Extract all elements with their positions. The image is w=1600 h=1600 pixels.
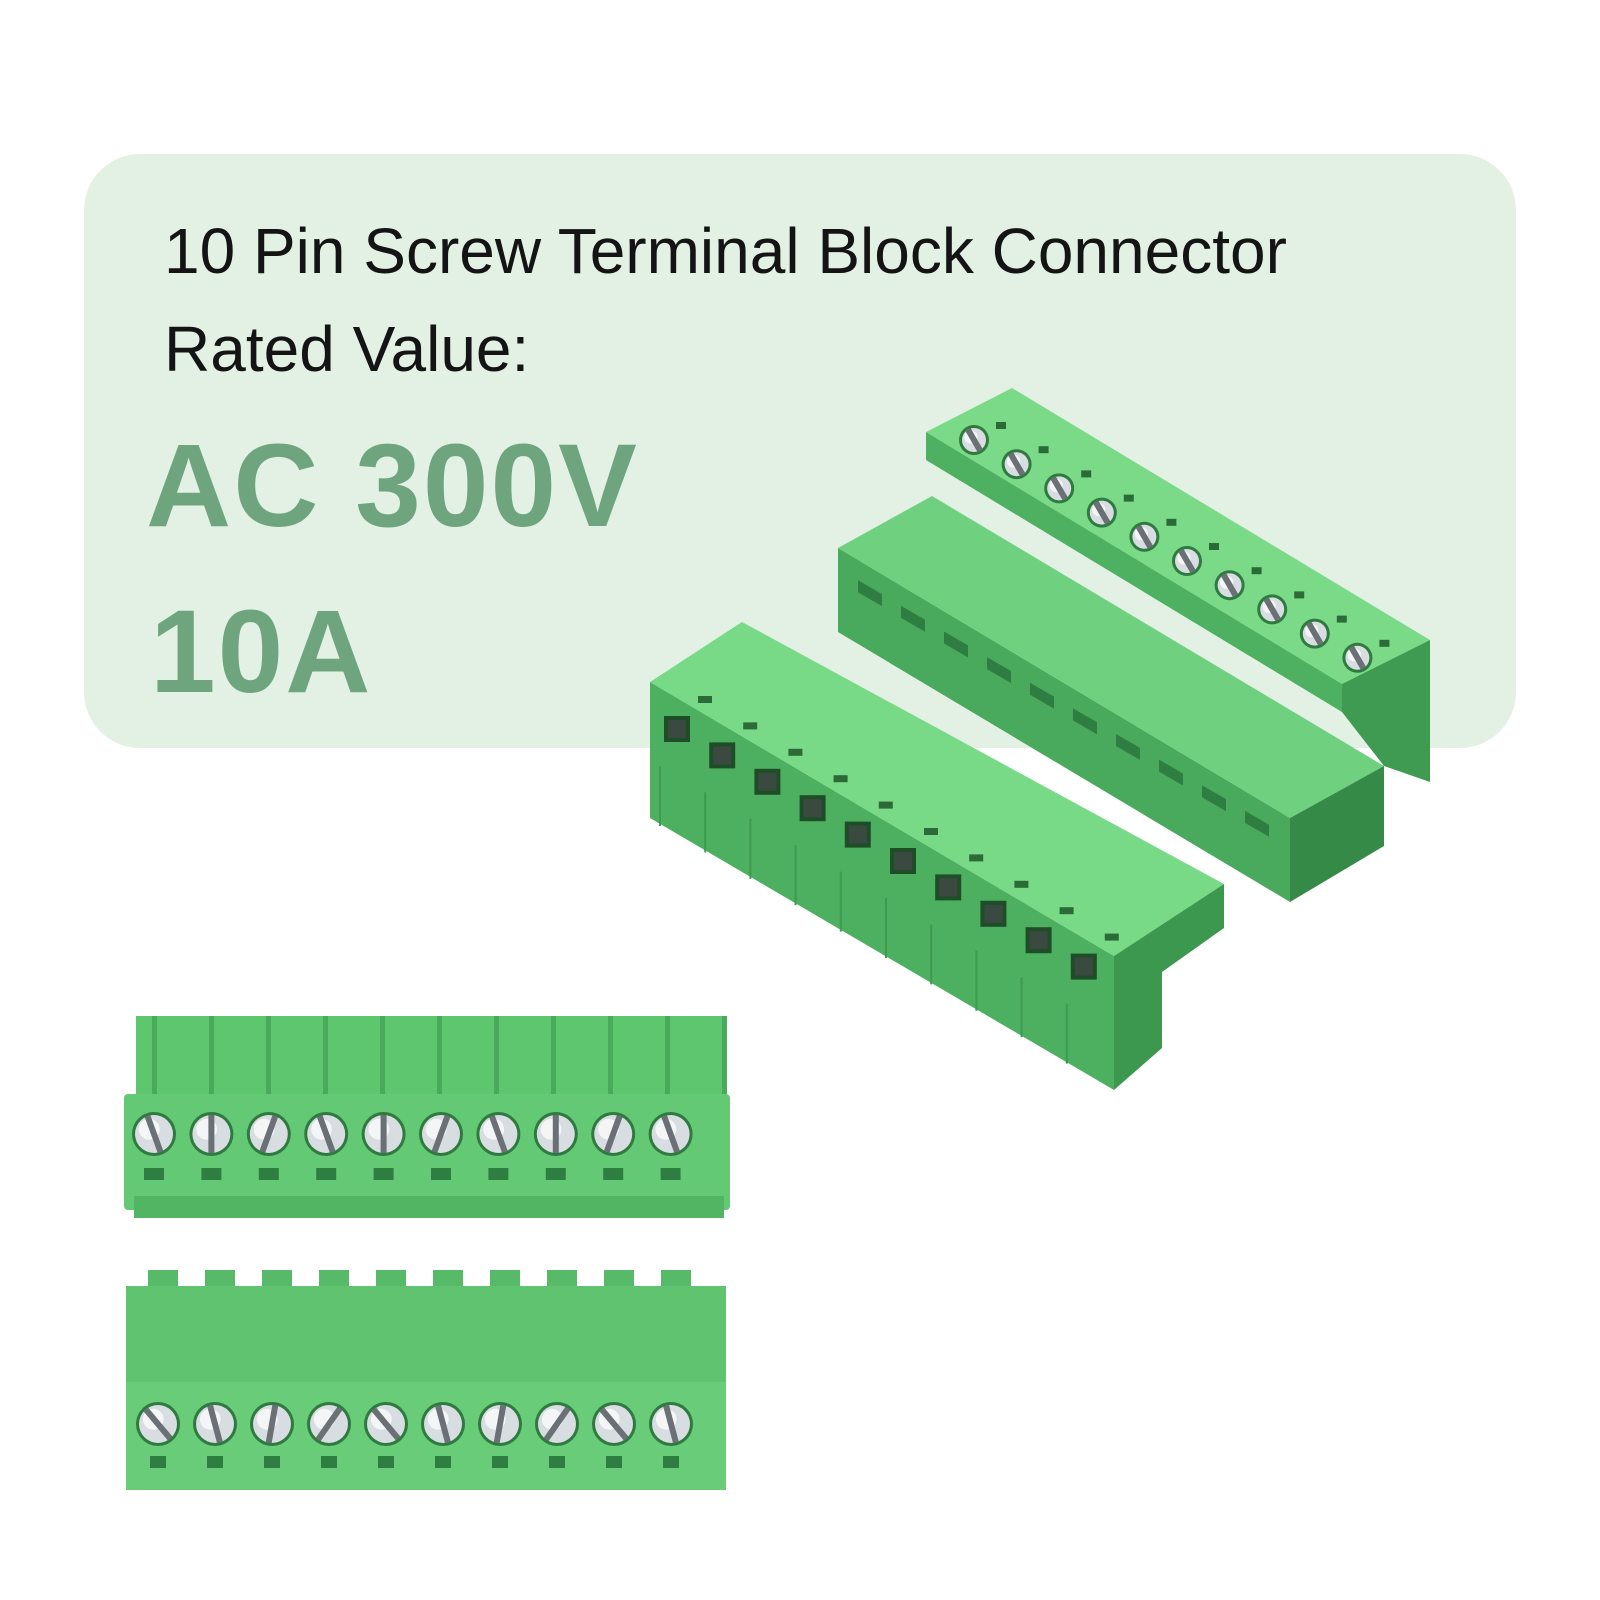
screw-icon [648, 1112, 693, 1156]
screw-icon [1214, 570, 1245, 601]
pin-slot [1159, 759, 1183, 786]
rated-current: 10A [150, 586, 373, 718]
pin-slot [1245, 810, 1269, 837]
screw-icon [1086, 497, 1117, 528]
screw-icon [535, 1402, 579, 1446]
screw-icon [1044, 473, 1075, 504]
screw-icon [189, 1112, 234, 1156]
screw-icon [250, 1402, 294, 1446]
screw-icon [1299, 618, 1330, 649]
screw-icon [364, 1402, 408, 1446]
pin-slot [1030, 682, 1054, 709]
screw-icon [132, 1112, 176, 1156]
screw-icon [1257, 594, 1288, 625]
pin-slot [944, 631, 968, 658]
pin-slot [1116, 733, 1140, 760]
female-plug-angled [650, 622, 1224, 1090]
screw-icon [592, 1402, 636, 1446]
screw-icon [1172, 546, 1202, 576]
screw-icon [1342, 642, 1373, 673]
pin-slot [901, 605, 925, 632]
screw-icon [246, 1112, 291, 1156]
screw-icon [478, 1402, 522, 1446]
screw-icon [476, 1112, 521, 1156]
screw-icon [136, 1402, 180, 1446]
screw-icon [591, 1112, 636, 1156]
screw-icon [959, 425, 989, 455]
screw-icon [304, 1112, 349, 1156]
product-title: 10 Pin Screw Terminal Block Connector [164, 215, 1287, 287]
rated-value-label: Rated Value: [164, 313, 530, 385]
pin-slot [858, 580, 882, 607]
screw-icon [1001, 449, 1032, 480]
screw-icon [307, 1402, 351, 1446]
screw-icon [193, 1402, 237, 1446]
rated-voltage: AC 300V [146, 420, 639, 552]
pin-slot [1073, 708, 1097, 735]
screw-icon [361, 1112, 406, 1156]
screw-icon [533, 1112, 578, 1156]
pin-slot [987, 657, 1011, 684]
pin-slot [1202, 785, 1226, 812]
screw-icon [649, 1402, 693, 1446]
screw-icon [421, 1402, 465, 1446]
screw-icon [1129, 521, 1160, 552]
male-header-angled [838, 388, 1430, 902]
screw-icon [419, 1112, 463, 1156]
